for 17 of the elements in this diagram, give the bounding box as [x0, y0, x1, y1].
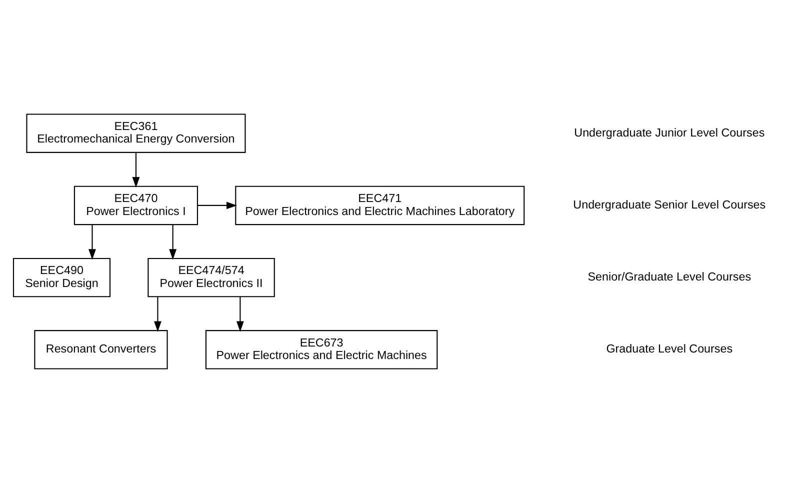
label: Graduate Level Courses [606, 342, 733, 356]
arrow [236, 296, 244, 332]
node-box: EEC361 Electromechanical Energy Conversion [26, 113, 246, 152]
node-box: EEC490 Senior Design [12, 257, 111, 297]
arrow [169, 224, 177, 260]
node-box: EEC470 Power Electronics I [74, 185, 198, 225]
label: Undergraduate Senior Level Courses [573, 198, 766, 211]
node-box: Resonant Converters [34, 330, 168, 369]
arrow [198, 201, 238, 209]
arrow [88, 224, 96, 260]
label: Undergraduate Junior Level Courses [574, 126, 765, 139]
node-box: EEC474/574 Power Electronics II [148, 257, 275, 297]
arrow [154, 296, 162, 332]
node-box: EEC471 Power Electronics and Electric Machines Laboratory [235, 185, 525, 225]
arrow [132, 152, 140, 188]
node-box: EEC673 Power Electronics and Electric Machines [205, 330, 438, 369]
label: Senior/Graduate Level Courses [588, 270, 752, 284]
